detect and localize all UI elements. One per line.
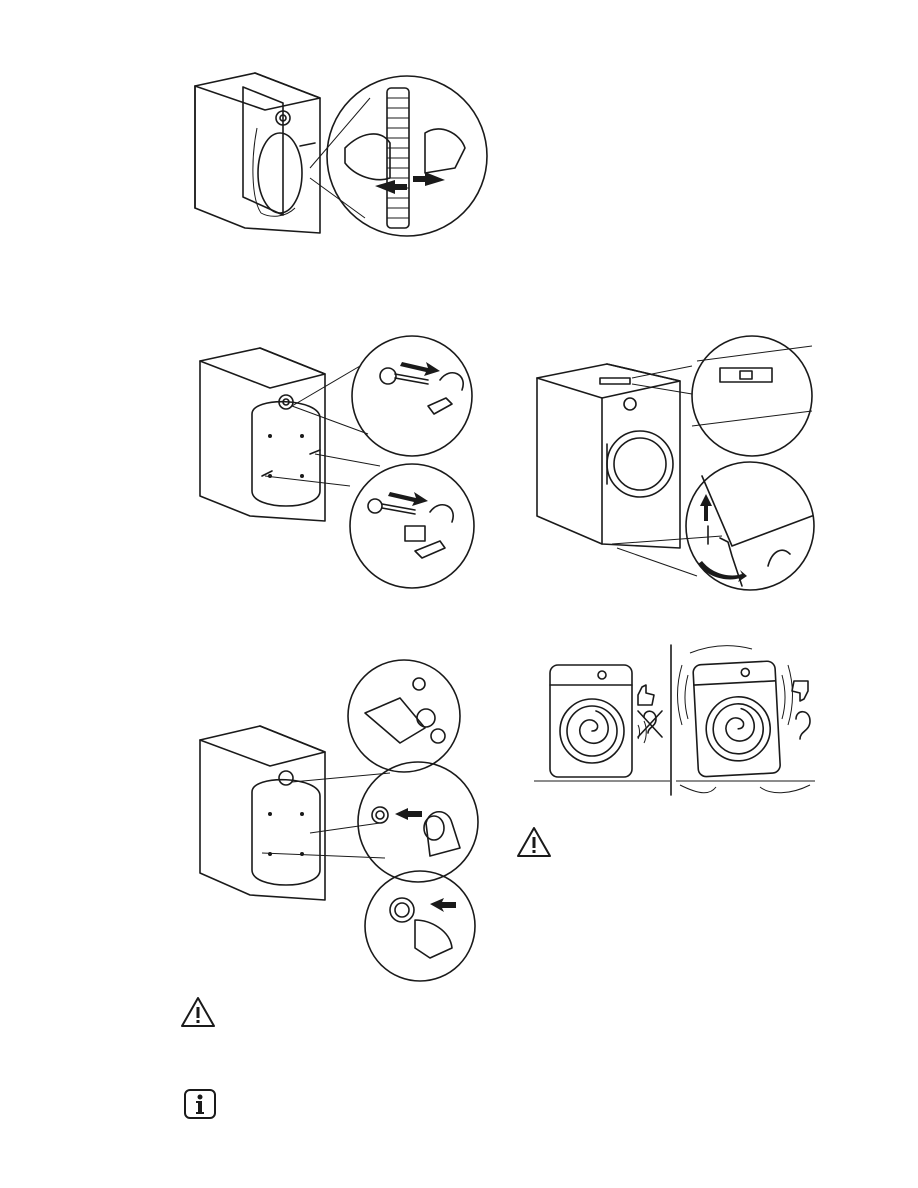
figure-level-appliance (532, 316, 822, 606)
warning-triangle-icon (180, 996, 216, 1028)
figure-correct-vs-incorrect-leveling (530, 645, 820, 800)
warning-triangle-icon (516, 826, 552, 858)
figure-remove-hose-clips (185, 68, 485, 238)
figure-remove-transit-bolts (190, 326, 480, 596)
info-icon (183, 1088, 217, 1120)
figure-insert-plastic-caps (190, 658, 480, 978)
